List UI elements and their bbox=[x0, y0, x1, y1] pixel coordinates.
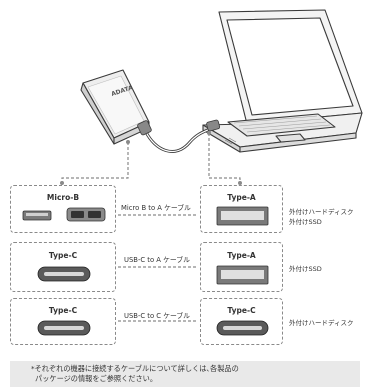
connector-title: Type-C bbox=[48, 251, 78, 260]
usb-c-port-icon bbox=[37, 266, 91, 282]
type-c-box-3: Type-C bbox=[200, 298, 283, 345]
connector-title: Micro-B bbox=[46, 193, 80, 202]
micro-b-box: Micro-B bbox=[10, 185, 116, 233]
device-label-row1: 外付けハードディスク 外付けSSD bbox=[289, 207, 354, 227]
cable-label-usb-c-to-c: USB-C to C ケーブル bbox=[124, 312, 190, 320]
connector-dots bbox=[60, 131, 242, 185]
type-c-box-1: Type-C bbox=[10, 242, 116, 292]
usb-c-port-icon bbox=[37, 320, 91, 336]
cable-illustration bbox=[137, 119, 221, 153]
connector-title: Type-C bbox=[227, 306, 256, 315]
drive-illustration: ADATA bbox=[80, 69, 150, 145]
device-hdd-label: 外付けハードディスク bbox=[289, 319, 354, 327]
type-a-box-1: Type-A bbox=[200, 185, 283, 233]
type-c-box-2: Type-C bbox=[10, 298, 116, 345]
footnote: *それぞれの機器に接続するケーブルについて詳しくは､各製品の パッケージの情報を… bbox=[10, 361, 360, 387]
footnote-line-1: *それぞれの機器に接続するケーブルについて詳しくは､各製品の bbox=[31, 364, 239, 373]
micro-b-port-icon bbox=[22, 207, 106, 222]
device-label-row2: 外付けSSD bbox=[289, 264, 322, 274]
footnote-line-2: パッケージの情報をご参照ください。 bbox=[35, 374, 158, 383]
connector-title: Type-C bbox=[48, 306, 78, 315]
cable-label-micro-b-to-a: Micro B to A ケーブル bbox=[121, 204, 191, 212]
device-label-row3: 外付けハードディスク bbox=[289, 318, 354, 328]
device-hdd-label: 外付けハードディスク bbox=[289, 208, 354, 216]
usb-c-port-icon bbox=[216, 320, 269, 336]
laptop-illustration bbox=[202, 9, 363, 153]
connector-title: Type-A bbox=[227, 251, 256, 260]
device-ssd-label: 外付けSSD bbox=[289, 265, 322, 273]
connector-title: Type-A bbox=[227, 193, 256, 202]
connector-lines bbox=[61, 133, 241, 322]
device-ssd-label: 外付けSSD bbox=[289, 218, 322, 226]
cable-label-usb-c-to-a: USB-C to A ケーブル bbox=[124, 256, 190, 264]
usb-a-port-icon bbox=[216, 206, 269, 226]
type-a-box-2: Type-A bbox=[200, 242, 283, 292]
usb-a-port-icon bbox=[216, 265, 269, 285]
